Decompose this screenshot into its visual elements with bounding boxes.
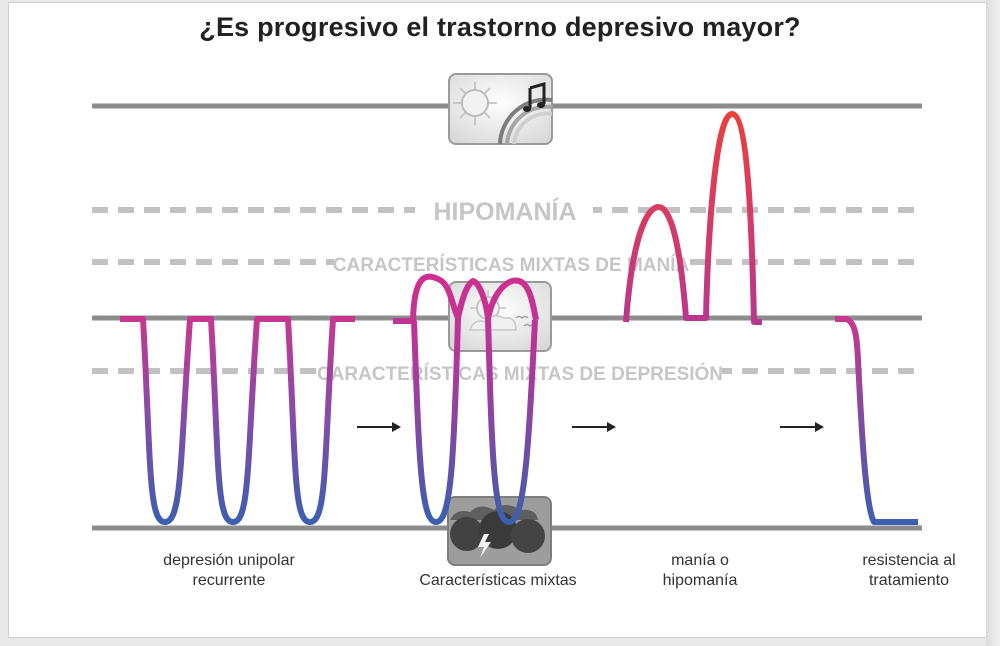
caption-mania-line1: manía o xyxy=(671,552,729,569)
hypomania-label: HIPOMANÍA xyxy=(433,197,576,226)
storm-cloud-icon xyxy=(447,496,552,566)
caption-resistance-line2: tratamiento xyxy=(868,572,950,589)
caption-unipolar-depression: depresión unipolar recurrente xyxy=(124,551,334,591)
mixed-features-wave xyxy=(393,273,539,324)
caption-treatment-resistance: resistencia al tratamiento xyxy=(846,551,972,591)
caption-mixed-features: Características mixtas xyxy=(398,571,598,591)
progression-arrow-2 xyxy=(572,422,616,432)
progression-arrow-1 xyxy=(357,422,401,432)
treatment-resistance-wave xyxy=(835,316,918,525)
mania-wave xyxy=(623,111,762,325)
caption-unipolar-line2: recurrente xyxy=(192,572,266,589)
caption-mixed-line1: Características mixtas xyxy=(419,572,577,589)
caption-mania: manía o hipomanía xyxy=(630,551,770,591)
progression-arrow-3 xyxy=(780,422,824,432)
mixed-features-dips xyxy=(411,317,538,525)
page-title: ¿Es progresivo el trastorno depresivo ma… xyxy=(199,12,801,42)
mixed-mania-label: CARACTERÍSTICAS MIXTAS DE MANÍA xyxy=(333,254,690,276)
mixed-depression-label: CARACTERÍSTICAS MIXTAS DE DEPRESIÓN xyxy=(317,363,723,385)
adjacent-page-edge xyxy=(986,0,1000,646)
caption-unipolar-line1: depresión unipolar xyxy=(163,552,295,569)
caption-resistance-line1: resistencia al xyxy=(862,552,956,569)
sun-rainbow-music-icon xyxy=(448,73,553,145)
unipolar-depression-wave xyxy=(120,316,355,525)
caption-mania-line2: hipomanía xyxy=(662,572,738,589)
